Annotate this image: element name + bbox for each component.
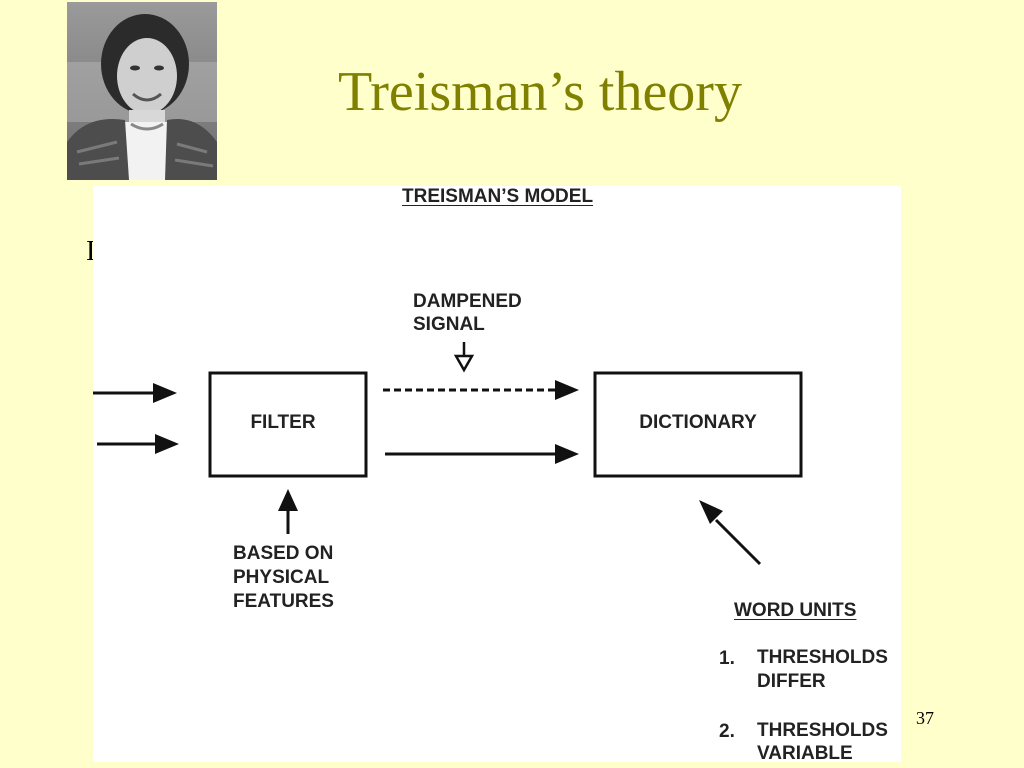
dictionary-label: DICTIONARY (639, 412, 757, 433)
physical-label-line3: FEATURES (233, 591, 334, 612)
word-units-item-2-line1: THRESHOLDS (757, 720, 888, 741)
portrait-photo (67, 2, 217, 180)
page-number: 37 (916, 708, 934, 728)
word-units-heading: WORD UNITS (734, 600, 857, 621)
dampened-label-line2: SIGNAL (413, 314, 485, 335)
physical-features-arrowhead (278, 489, 298, 511)
treisman-model-diagram: TREISMAN’S MODEL DAMPENED SIGNAL FILTER … (93, 186, 901, 764)
bullet-fragment: I (86, 236, 96, 267)
word-units-item-1-number: 1. (719, 648, 735, 669)
filter-box (208, 371, 368, 478)
word-units-item-1-line2: DIFFER (757, 671, 826, 692)
input-arrowhead-2 (155, 434, 179, 454)
diagram-shapes (93, 342, 803, 566)
physical-label-line2: PHYSICAL (233, 567, 330, 588)
physical-label-line1: BASED ON (233, 543, 334, 564)
attended-arrowhead (555, 444, 579, 464)
dampened-arrowhead (555, 380, 579, 400)
slide-title: Treisman’s theory (338, 61, 742, 123)
word-units-item-2-number: 2. (719, 721, 735, 742)
word-units-item-2-line2: VARIABLE (757, 743, 853, 764)
diagram-title: TREISMAN’S MODEL (402, 186, 594, 207)
dampened-down-arrowhead (453, 354, 475, 373)
filter-label: FILTER (250, 412, 316, 433)
word-units-item-1-line1: THRESHOLDS (757, 647, 888, 668)
dampened-label-line1: DAMPENED (413, 291, 522, 312)
word-units-arrow (714, 518, 762, 566)
word-units-arrowhead (699, 500, 723, 524)
dictionary-box (593, 371, 803, 478)
input-arrowhead-1 (153, 383, 177, 403)
portrait-illustration (67, 2, 217, 180)
